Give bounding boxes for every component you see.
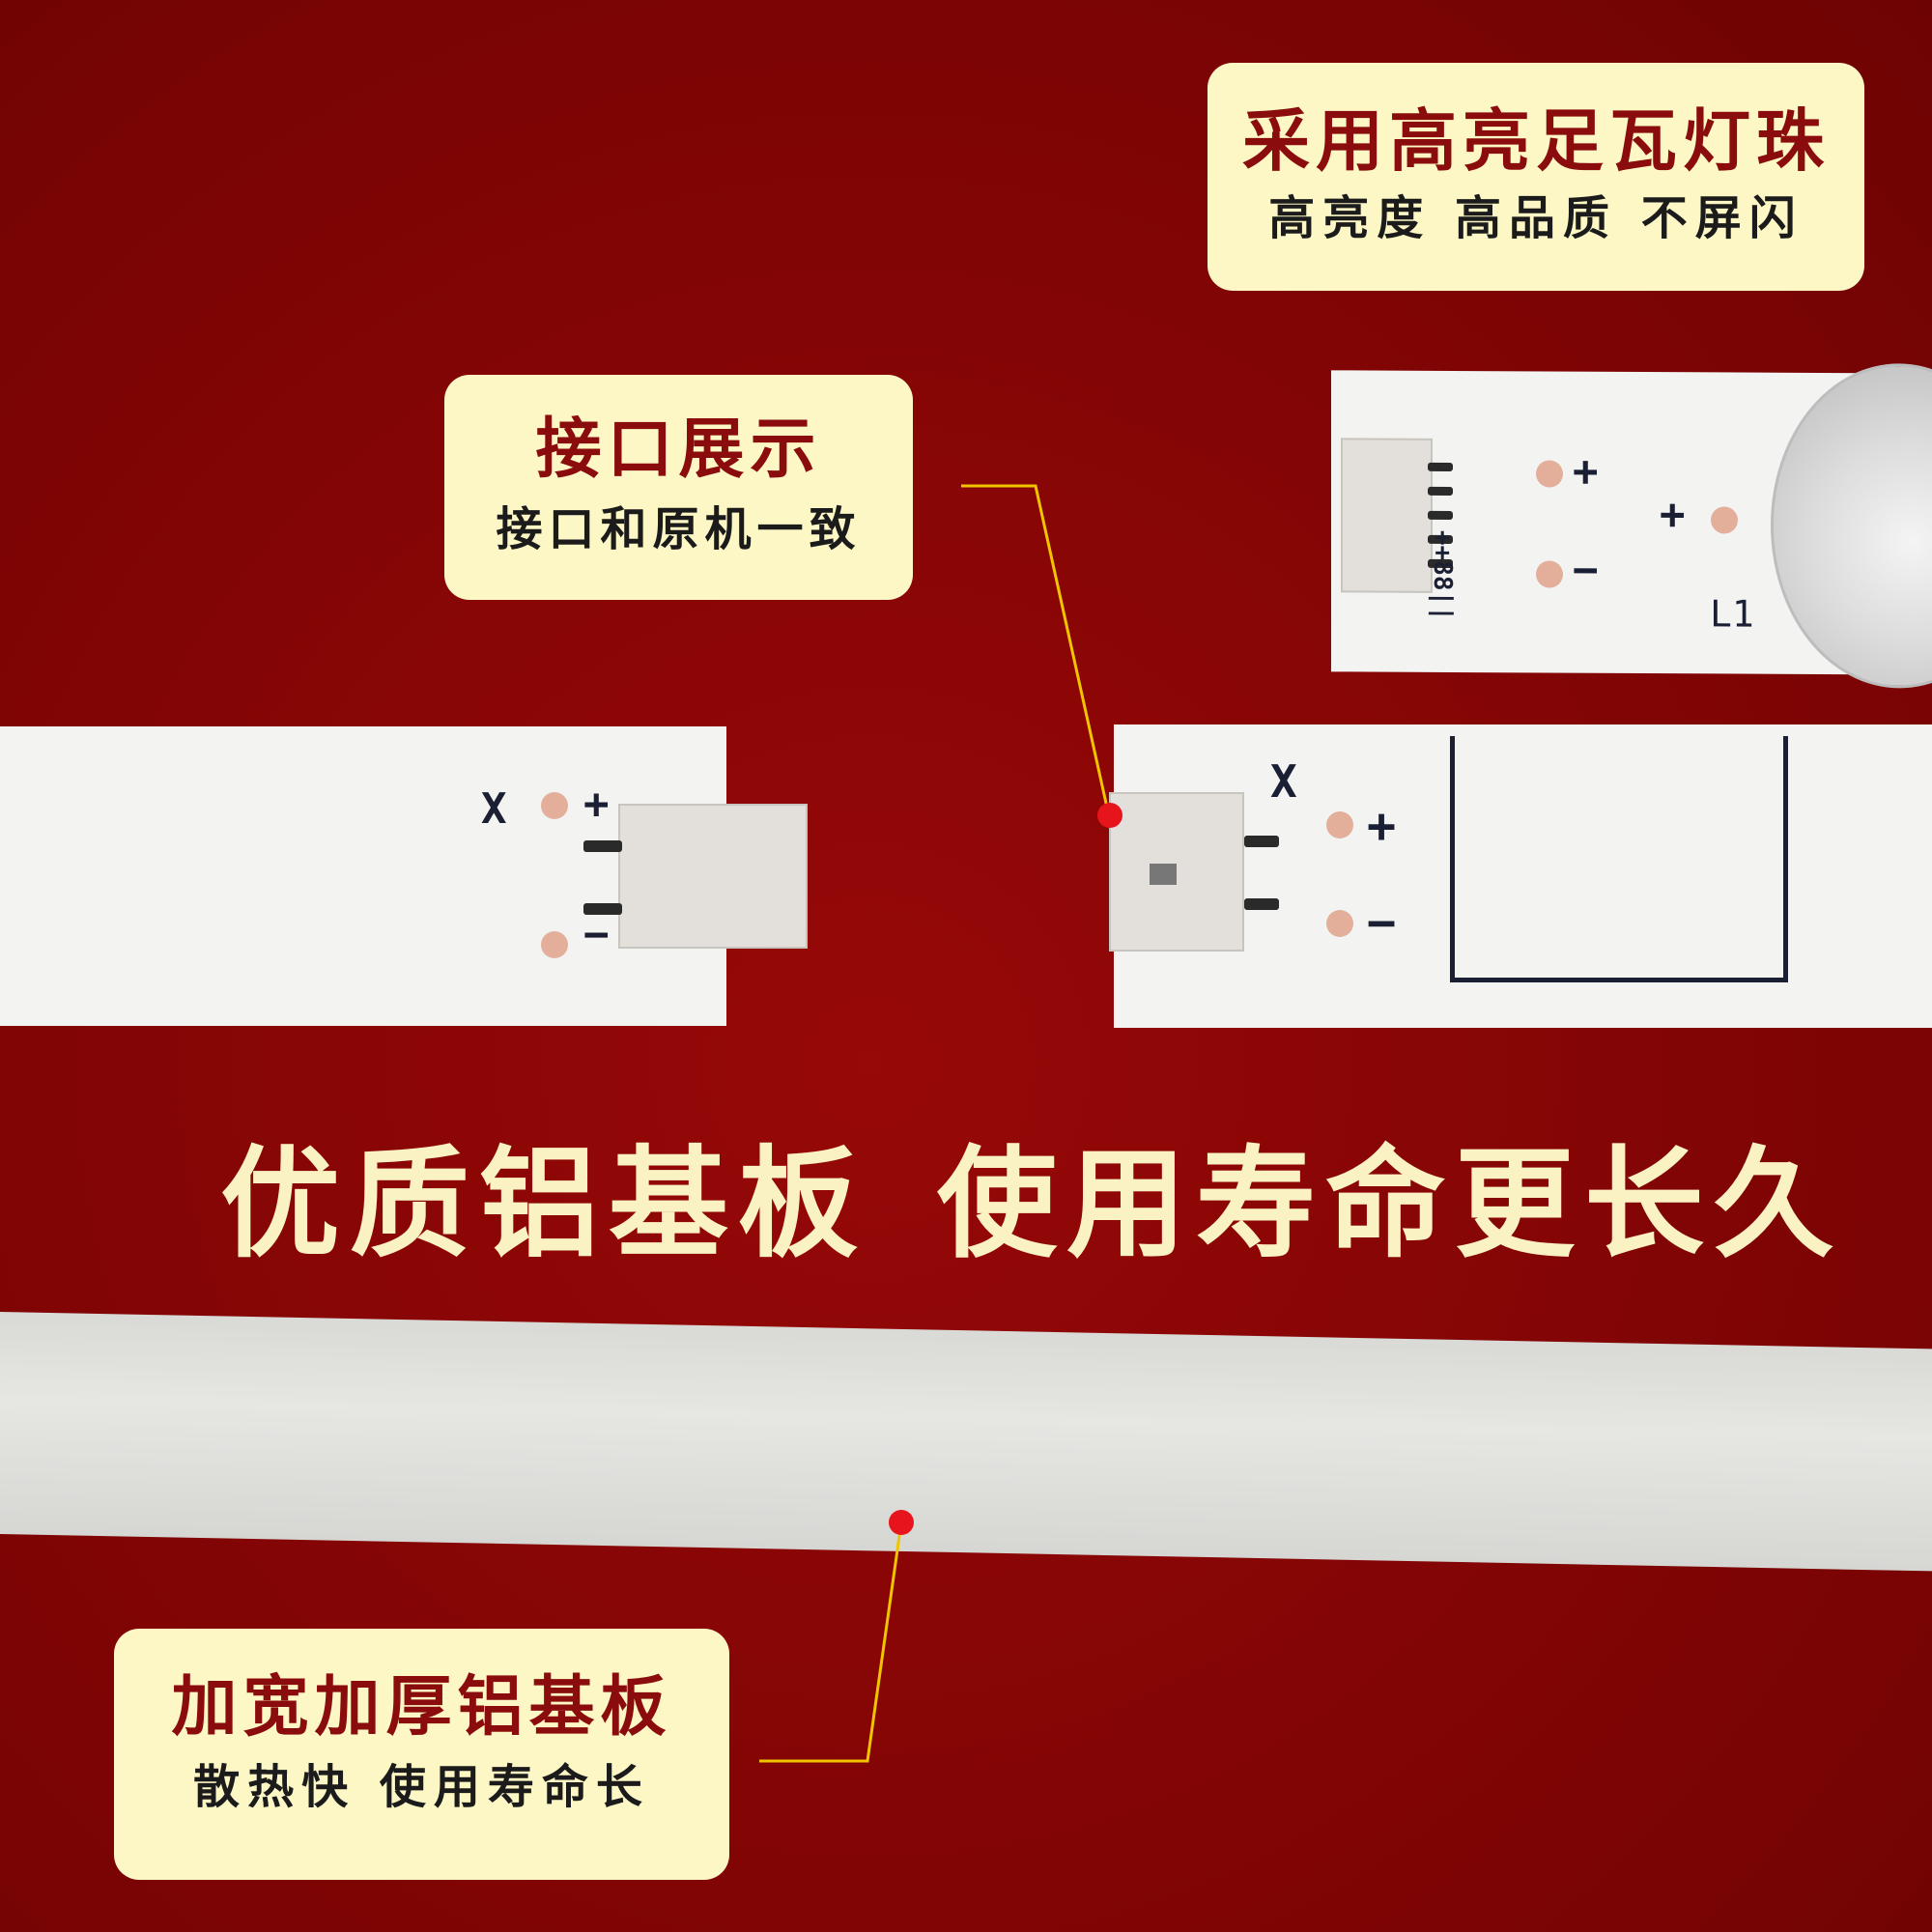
solder-pad [541, 931, 568, 958]
callout-board-subtitle: 散热快 使用寿命长 [193, 1760, 650, 1814]
callout-port: 接口展示 接口和原机一致 [444, 375, 913, 600]
callout-board-title: 加宽加厚铝基板 [171, 1669, 672, 1746]
solder-pad [1326, 811, 1353, 838]
pcb-x-mark: X [481, 784, 507, 834]
callout-led: 采用高亮足瓦灯珠 高亮度 高品质 不屏闪 [1208, 63, 1864, 291]
callout-port-title: 接口展示 [535, 412, 822, 488]
pin [1244, 836, 1279, 847]
pin [583, 840, 622, 852]
pcb-minus: − [1367, 895, 1397, 951]
aluminum-strip-right: X + − [1114, 724, 1932, 1028]
pcb-plus: + [583, 780, 610, 829]
pcb-trace-outline [1450, 736, 1788, 982]
headline-left: 优质铝基板 [220, 1135, 868, 1274]
solder-pad [541, 792, 568, 819]
leader-line-port [961, 484, 1111, 817]
connector-3pin-left [618, 804, 808, 949]
pcb-minus: − [583, 910, 610, 959]
callout-led-title: 采用高亮足瓦灯珠 [1242, 101, 1830, 181]
leader-line-board [759, 1521, 903, 1763]
headline-right: 使用寿命更长久 [937, 1135, 1844, 1274]
pcb-plus: + [1367, 798, 1397, 854]
pin [583, 903, 622, 915]
marker-dot-port [1097, 803, 1122, 828]
pcb-x-mark: X [1270, 755, 1297, 808]
solder-pad [1326, 910, 1353, 937]
connector-3pin-right [1109, 792, 1244, 952]
latch-slot [1150, 864, 1177, 885]
marker-dot-board [889, 1510, 914, 1535]
callout-led-subtitle: 高亮度 高品质 不屏闪 [1268, 191, 1804, 245]
callout-board: 加宽加厚铝基板 散热快 使用寿命长 [114, 1629, 729, 1880]
aluminum-strip-left: X + − [0, 726, 726, 1026]
callout-port-subtitle: 接口和原机一致 [496, 502, 862, 556]
pin [1244, 898, 1279, 910]
